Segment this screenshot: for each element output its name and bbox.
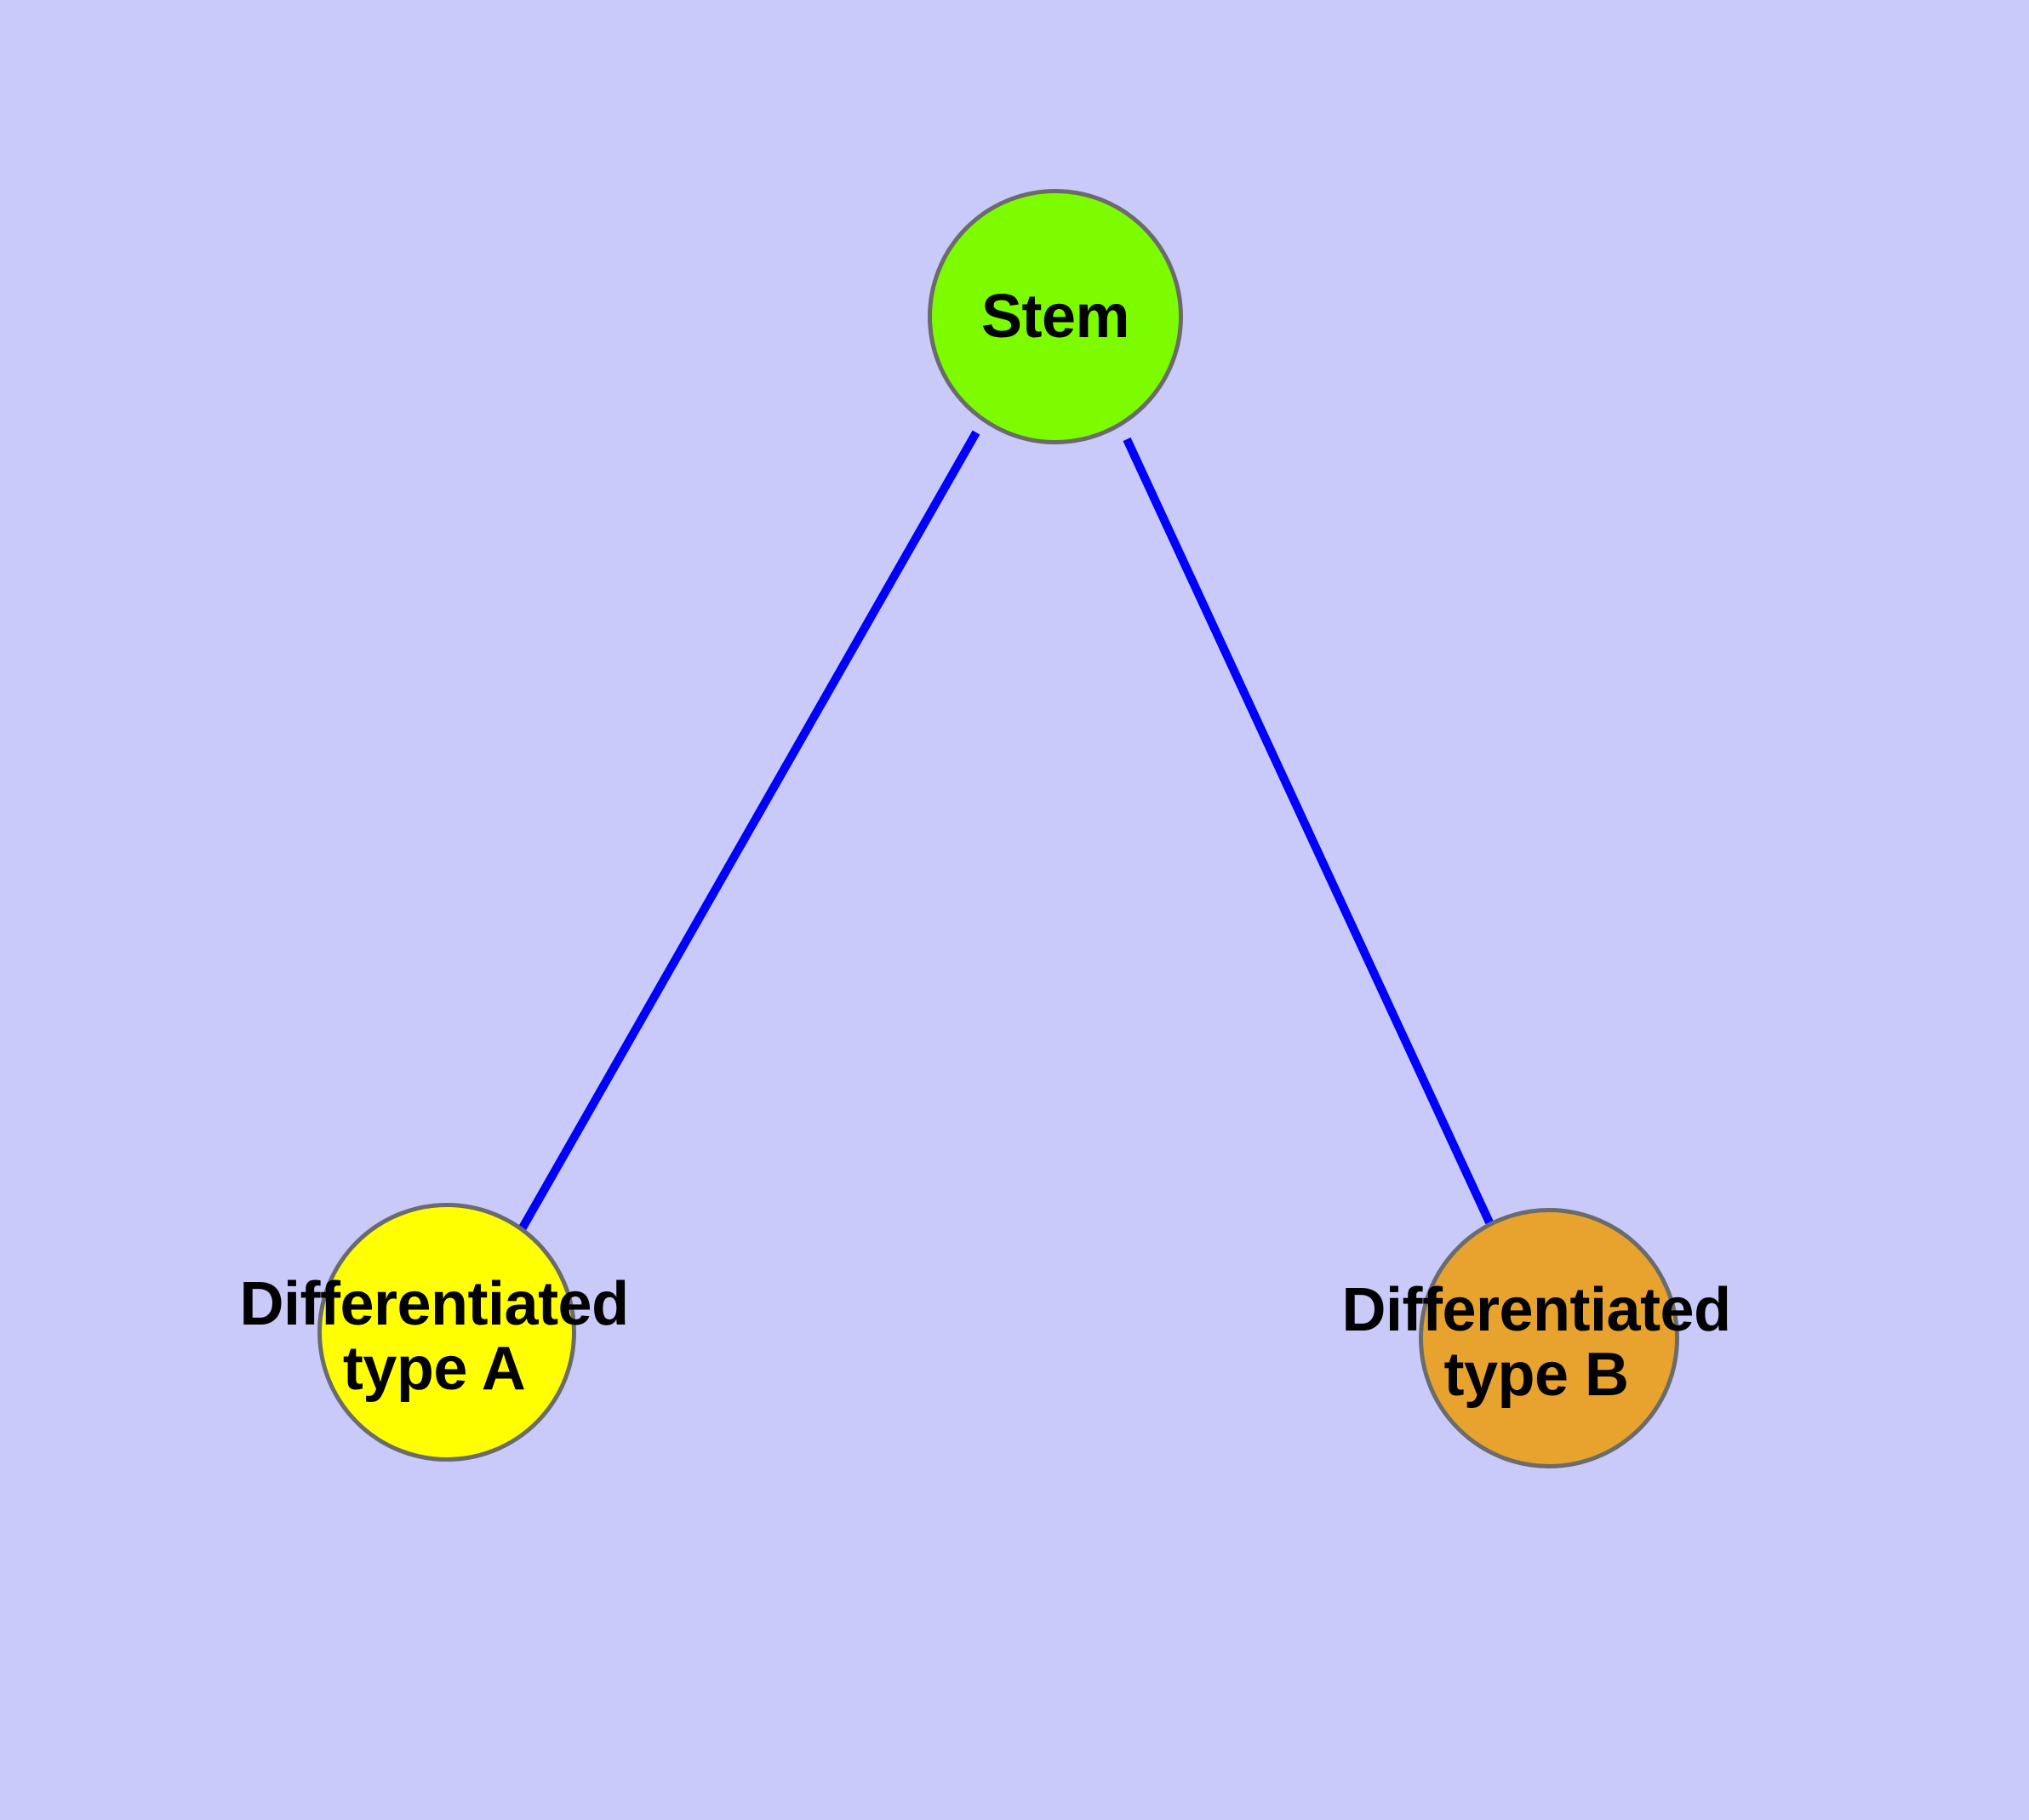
edges-group [517,430,1494,1232]
graph-node-diff-a[interactable] [317,1203,576,1462]
graph-node-diff-b[interactable] [1419,1208,1679,1468]
graph-node-stem[interactable] [928,189,1183,444]
graph-edge-stem-to-diff-b[interactable] [1123,437,1494,1225]
graph-edge-stem-to-diff-a[interactable] [517,430,980,1232]
